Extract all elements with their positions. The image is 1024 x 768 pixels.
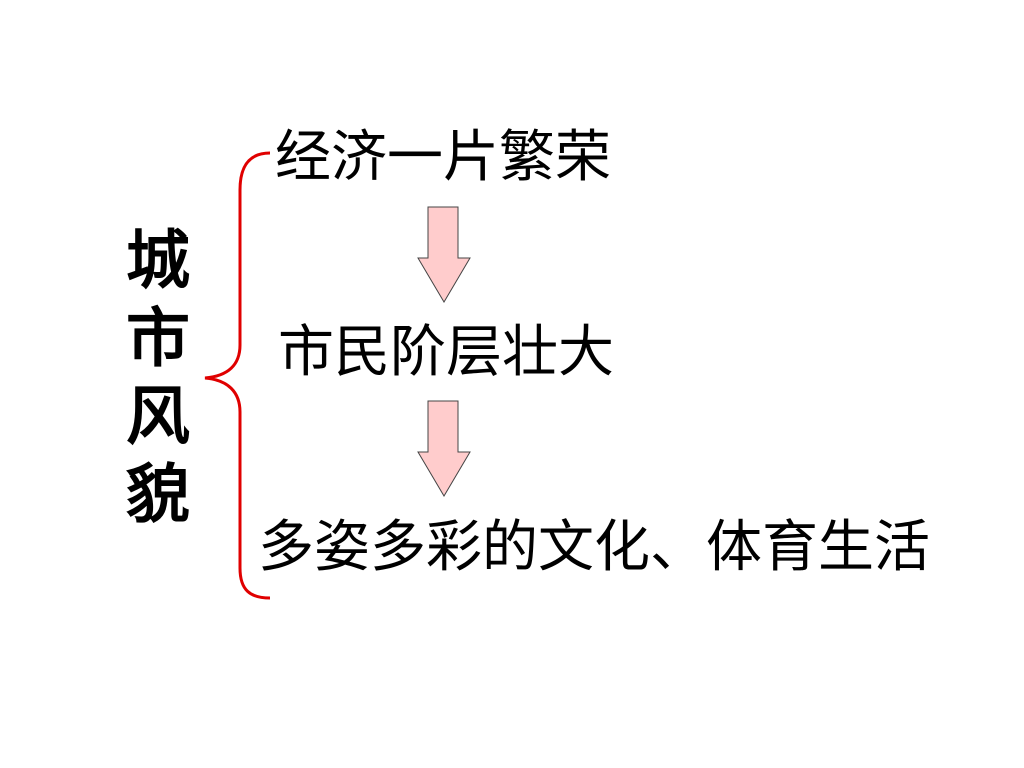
item-culture-sports: 多姿多彩的文化、体育生活 xyxy=(258,515,930,580)
curly-brace-icon xyxy=(204,151,271,600)
down-arrow-icon xyxy=(417,206,471,303)
page-title: 城市风貌 xyxy=(115,226,190,538)
item-economy: 经济一片繁荣 xyxy=(275,125,611,190)
item-citizen-class: 市民阶层壮大 xyxy=(278,320,614,385)
down-arrow-icon xyxy=(417,400,471,497)
